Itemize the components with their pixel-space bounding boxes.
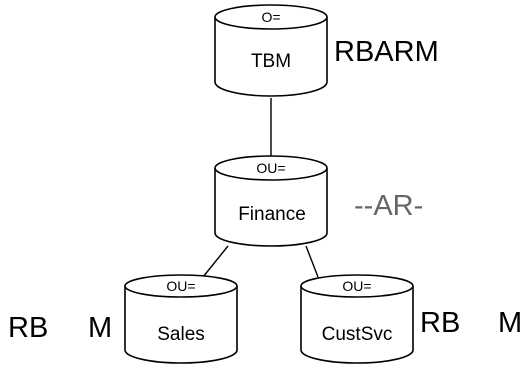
connector-finance-sales [202, 245, 229, 278]
tbm-name-label: TBM [251, 51, 291, 72]
custsvc-rights-right-label: M [498, 307, 522, 339]
custsvc-name-label: CustSvc [322, 324, 393, 345]
cylinder-tbm: O= TBM [214, 4, 328, 97]
cylinder-finance: OU= Finance [214, 155, 328, 247]
tbm-type-label: O= [261, 9, 280, 25]
finance-type-label: OU= [256, 160, 285, 176]
cylinder-sales: OU= Sales [124, 274, 238, 364]
sales-type-label: OU= [166, 278, 195, 294]
finance-name-label: Finance [238, 204, 306, 225]
custsvc-rights-left-label: RB [420, 307, 460, 339]
sales-rights-left-label: RB [8, 312, 48, 344]
tbm-rights-label: RBARM [334, 36, 439, 68]
custsvc-type-label: OU= [342, 278, 371, 294]
sales-name-label: Sales [157, 324, 205, 345]
cylinder-custsvc: OU= CustSvc [300, 274, 414, 364]
finance-rights-label: --AR- [354, 190, 423, 222]
connector-finance-custsvc [305, 245, 319, 278]
sales-rights-right-label: M [88, 312, 112, 344]
